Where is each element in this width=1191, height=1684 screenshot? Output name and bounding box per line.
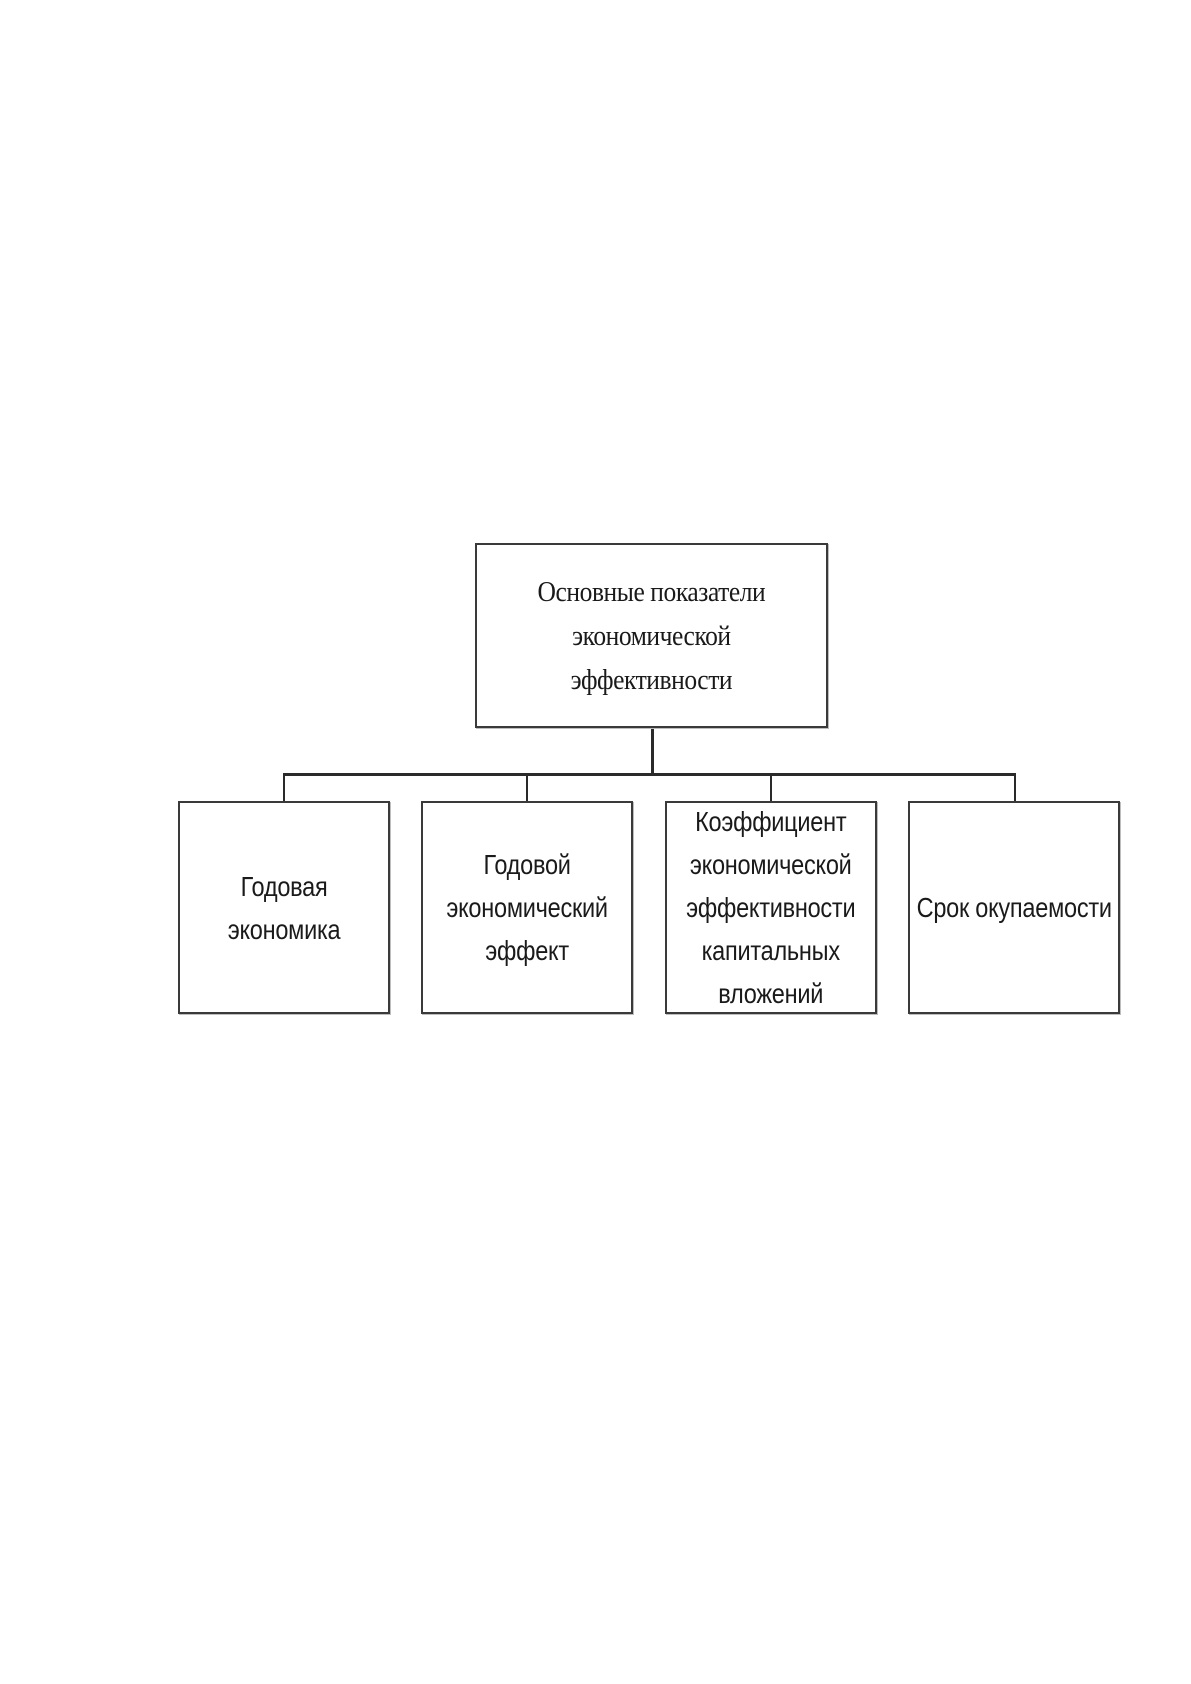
- child-node-annual-economic-effect: Годовой экономический эффект: [421, 801, 633, 1014]
- root-line-1: Основные показатели: [538, 570, 766, 614]
- branch-line-4: [1014, 773, 1016, 802]
- child-2-line-2: экономический: [446, 886, 607, 929]
- child-3-line-1: Коэффициент: [695, 801, 846, 843]
- branch-line-2: [526, 773, 528, 802]
- child-node-label: Годовой экономический эффект: [446, 843, 607, 972]
- root-node-box: Основные показатели экономической эффект…: [475, 543, 828, 728]
- child-3-line-3: эффективности: [686, 886, 855, 929]
- child-1-line-2: экономика: [228, 908, 341, 951]
- root-line-3: эффективности: [571, 658, 732, 702]
- root-line-2: экономической: [572, 614, 730, 658]
- root-node-label: Основные показатели экономической эффект…: [538, 570, 766, 702]
- child-2-line-3: эффект: [485, 929, 569, 972]
- child-4-line-1: Срок окупаемости: [916, 886, 1111, 929]
- root-stem-line: [651, 728, 654, 774]
- child-node-label: Годовая экономика: [228, 865, 341, 951]
- child-3-line-4: капитальных: [702, 929, 840, 972]
- child-node-label: Коэффициент экономической эффективности …: [686, 801, 855, 1014]
- child-3-line-5: вложений: [719, 972, 824, 1014]
- child-3-line-2: экономической: [690, 843, 852, 886]
- child-node-capital-efficiency-ratio: Коэффициент экономической эффективности …: [665, 801, 877, 1014]
- horizontal-connector-line: [283, 773, 1016, 776]
- child-node-annual-savings: Годовая экономика: [178, 801, 390, 1014]
- child-2-line-1: Годовой: [483, 843, 570, 886]
- child-node-label: Срок окупаемости: [916, 886, 1111, 929]
- branch-line-1: [283, 773, 285, 802]
- child-1-line-1: Годовая: [241, 865, 328, 908]
- child-node-payback-period: Срок окупаемости: [908, 801, 1120, 1014]
- branch-line-3: [770, 773, 772, 802]
